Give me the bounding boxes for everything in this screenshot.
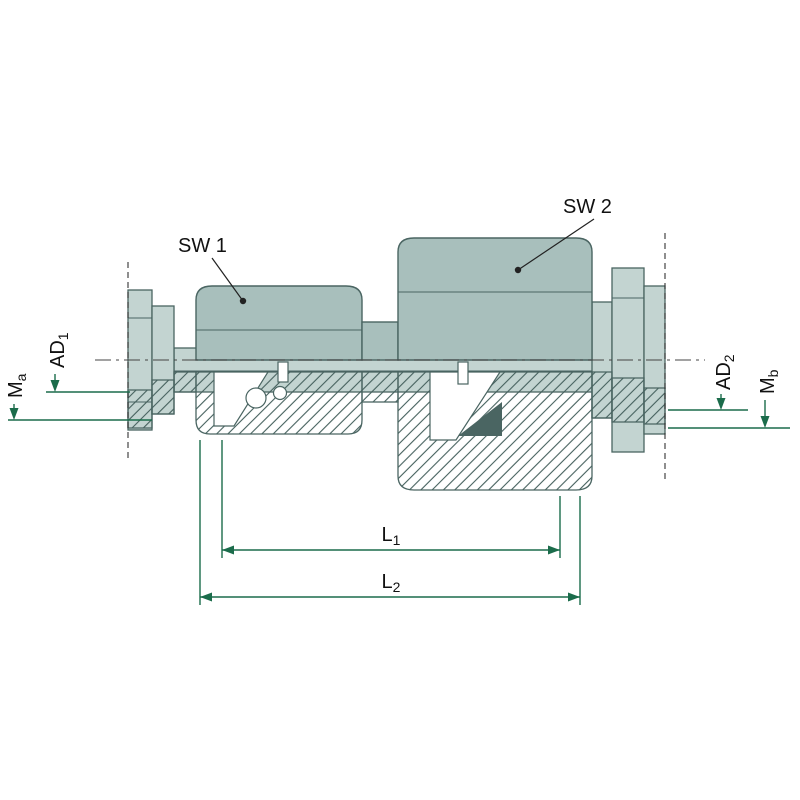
ma-arrowhead bbox=[9, 408, 19, 420]
left-nut-section bbox=[195, 361, 363, 435]
ad2-callout: AD2 bbox=[668, 354, 748, 411]
left-cutting-ring-ball-2 bbox=[272, 385, 288, 401]
ad1-callout: AD1 bbox=[46, 332, 130, 393]
left-hex-nut bbox=[195, 285, 363, 361]
left-stub-section-hatch-2 bbox=[151, 379, 175, 415]
left-stub-section-hatch-1 bbox=[127, 389, 153, 429]
sw1-label: SW 1 bbox=[178, 235, 227, 257]
sw2-label: SW 2 bbox=[563, 196, 612, 218]
mb-arrowhead bbox=[760, 416, 770, 428]
sw2-callout: SW 2 bbox=[514, 196, 612, 274]
l1-dimension: L1 bbox=[221, 440, 561, 558]
right-stub-section-hatch-3 bbox=[643, 387, 666, 425]
mb-label: Mb bbox=[757, 369, 781, 394]
sw1-leader-line bbox=[211, 257, 244, 302]
left-cone-seat bbox=[213, 371, 270, 427]
right-cone-seat bbox=[429, 371, 502, 441]
ma-callout: Ma bbox=[5, 373, 152, 421]
ma-label: Ma bbox=[5, 373, 29, 398]
right-hex-nut bbox=[397, 237, 593, 361]
left-stub-section-hatch-3 bbox=[173, 371, 197, 393]
ad1-label: AD1 bbox=[47, 332, 71, 368]
sw2-leader-line bbox=[517, 218, 595, 271]
ad2-arrowhead bbox=[716, 398, 726, 410]
sw2-leader-dot bbox=[514, 266, 522, 274]
ad1-arrowhead bbox=[50, 380, 60, 392]
l1-arrowhead-right bbox=[548, 545, 560, 555]
right-stub-section-hatch-1 bbox=[591, 371, 613, 419]
l1-label: L1 bbox=[382, 524, 401, 548]
left-nut-exterior bbox=[195, 285, 363, 361]
left-cutting-ring-ball-1 bbox=[245, 387, 267, 409]
l2-label: L2 bbox=[382, 571, 401, 595]
l2-arrowhead-left bbox=[200, 592, 212, 602]
ad2-label: AD2 bbox=[713, 354, 737, 390]
right-stub-section-hatch-2 bbox=[611, 377, 645, 423]
middle-hex-exterior bbox=[361, 321, 399, 361]
l2-dimension: L2 bbox=[199, 440, 581, 605]
right-nut-exterior bbox=[397, 237, 593, 361]
right-cone-detail bbox=[458, 402, 502, 436]
l1-arrowhead-left bbox=[222, 545, 234, 555]
mb-callout: Mb bbox=[668, 369, 790, 429]
sw1-callout: SW 1 bbox=[178, 235, 247, 305]
right-nut-section bbox=[397, 361, 593, 491]
l2-arrowhead-right bbox=[568, 592, 580, 602]
right-pin-detail bbox=[457, 361, 469, 385]
middle-section-hatch bbox=[361, 371, 399, 403]
sw1-leader-dot bbox=[239, 297, 247, 305]
left-pin-detail bbox=[277, 361, 289, 383]
middle-body bbox=[361, 321, 399, 403]
